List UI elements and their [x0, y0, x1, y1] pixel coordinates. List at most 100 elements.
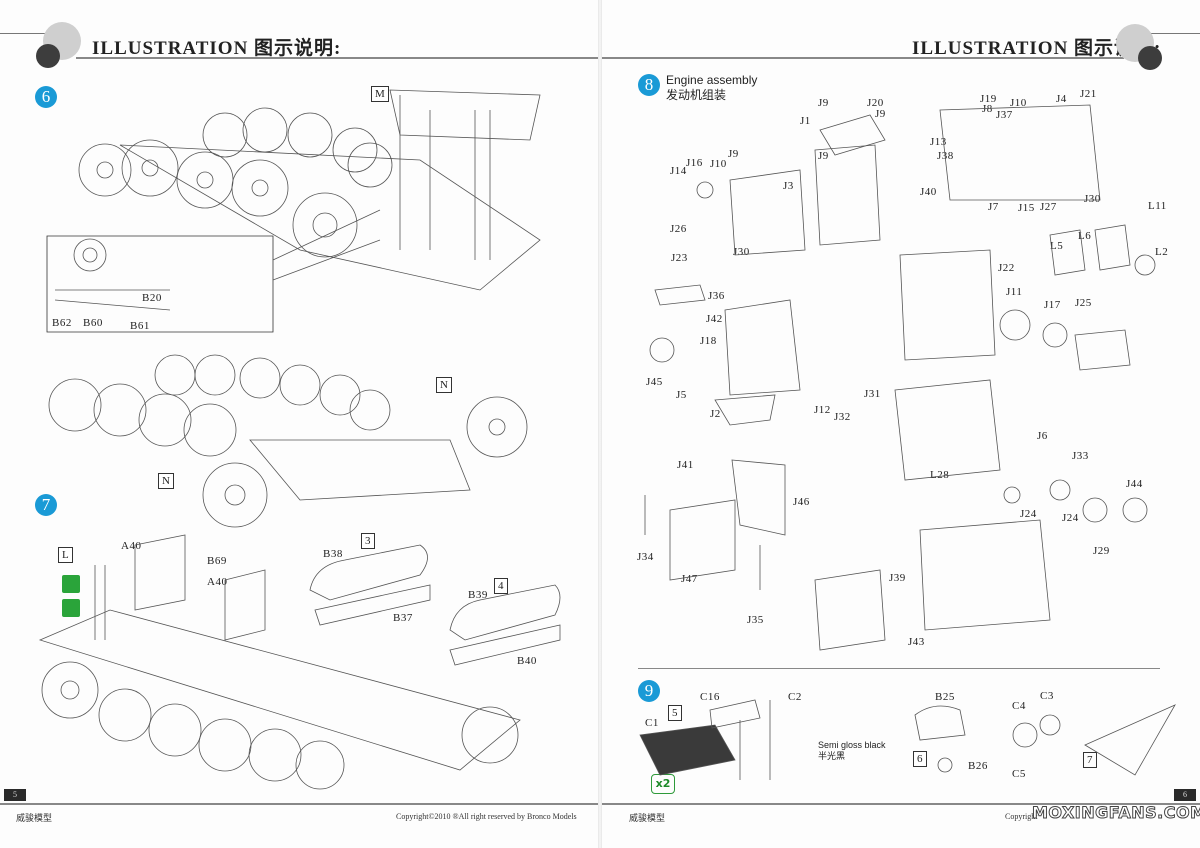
part-label-j1: J1 — [800, 115, 811, 127]
part-label-l2: L2 — [1155, 246, 1169, 258]
part-label-j24: J24 — [1062, 512, 1079, 524]
part-label-j9: J9 — [818, 97, 829, 109]
header-rule-top — [0, 33, 50, 34]
part-label-j44: J44 — [1126, 478, 1143, 490]
callout-3: 3 — [361, 533, 375, 549]
watermark-text: MOXINGFANS.COM — [1032, 803, 1200, 823]
road-wheels-middle — [49, 355, 527, 527]
glue-icon — [62, 575, 80, 593]
copyright-left: Copyright©2010 ®All right reserved by Br… — [396, 812, 577, 821]
part-label-j9: J9 — [728, 148, 739, 160]
part-b60: B60 — [83, 317, 103, 329]
part-b38: B38 — [323, 548, 343, 560]
part-label-j10: J10 — [1010, 97, 1027, 109]
seat-drawings — [640, 700, 1175, 780]
part-label-j36: J36 — [708, 290, 725, 302]
part-b37: B37 — [393, 612, 413, 624]
detail-inset — [47, 236, 273, 332]
part-label-j5: J5 — [676, 389, 687, 401]
footer-rule-left — [0, 803, 600, 805]
part-c2: C2 — [788, 691, 802, 703]
part-label-j23: J23 — [671, 252, 688, 264]
road-wheels-top — [79, 108, 392, 257]
part-label-j8: J8 — [982, 103, 993, 115]
engine-drawings — [645, 105, 1155, 650]
part-label-j31: J31 — [864, 388, 881, 400]
callout-l: L — [58, 547, 73, 563]
part-label-j4: J4 — [1056, 93, 1067, 105]
part-b20: B20 — [142, 292, 162, 304]
part-b39: B39 — [468, 589, 488, 601]
callout-m: M — [371, 86, 389, 102]
part-label-j6: J6 — [1037, 430, 1048, 442]
copyright-right: Copyright — [1005, 812, 1038, 821]
part-label-j35: J35 — [747, 614, 764, 626]
step-6-badge: 6 — [35, 86, 57, 108]
footer-rule-right — [600, 803, 1200, 805]
part-label-l28: L28 — [930, 469, 950, 481]
part-label-j33: J33 — [1072, 450, 1089, 462]
page-number-right: 6 — [1174, 789, 1196, 801]
header-rule-top-right — [1150, 33, 1200, 34]
part-label-j18: J18 — [700, 335, 717, 347]
part-label-j21: J21 — [1080, 88, 1097, 100]
page-gutter — [598, 0, 602, 848]
part-a40-upper: A40 — [121, 540, 142, 552]
callout-n-left: N — [158, 473, 174, 489]
part-label-j20: J20 — [867, 97, 884, 109]
callout-7: 7 — [1083, 752, 1097, 768]
part-b26: B26 — [968, 760, 988, 772]
part-b69: B69 — [207, 555, 227, 567]
part-a40-lower: A40 — [207, 576, 228, 588]
part-label-j30: J30 — [1084, 193, 1101, 205]
part-label-j13: J13 — [930, 136, 947, 148]
callout-6: 6 — [913, 751, 927, 767]
part-label-j14: J14 — [670, 165, 687, 177]
paint-note-en: Semi gloss black — [818, 740, 886, 750]
part-label-j22: J22 — [998, 262, 1015, 274]
part-b25: B25 — [935, 691, 955, 703]
step-8-badge: 8 — [638, 74, 660, 96]
part-label-j15: J15 — [1018, 202, 1035, 214]
part-label-j29: J29 — [1093, 545, 1110, 557]
part-label-j40: J40 — [920, 186, 937, 198]
header-circle-dark — [36, 44, 60, 68]
part-label-j32: J32 — [834, 411, 851, 423]
part-label-j42: J42 — [706, 313, 723, 325]
callout-5: 5 — [668, 705, 682, 721]
part-label-j7: J7 — [988, 201, 999, 213]
callout-4: 4 — [494, 578, 508, 594]
step-8-title-zh: 发动机组装 — [666, 88, 727, 102]
paint-note-zh: 半光黑 — [818, 751, 846, 761]
optional-parts-icon — [62, 599, 80, 617]
part-label-j12: J12 — [814, 404, 831, 416]
part-label-j45: J45 — [646, 376, 663, 388]
part-label-j3: J3 — [783, 180, 794, 192]
part-label-j41: J41 — [677, 459, 694, 471]
part-label-j26: J26 — [670, 223, 687, 235]
step-7-badge: 7 — [35, 494, 57, 516]
header-rule-right — [600, 57, 1124, 59]
part-c5: C5 — [1012, 768, 1026, 780]
part-label-j10: J10 — [710, 158, 727, 170]
part-c16: C16 — [700, 691, 720, 703]
part-label-j9: J9 — [818, 150, 829, 162]
part-label-j37: J37 — [996, 109, 1013, 121]
part-c1: C1 — [645, 717, 659, 729]
footer-brand-right: 威骏模型 — [629, 813, 666, 823]
part-c4: C4 — [1012, 700, 1026, 712]
part-b61: B61 — [130, 320, 150, 332]
part-b62: B62 — [52, 317, 72, 329]
part-label-j27: J27 — [1040, 201, 1057, 213]
part-label-j9: J9 — [875, 108, 886, 120]
chassis-top — [120, 90, 540, 290]
part-label-j11: J11 — [1006, 286, 1023, 298]
part-label-j25: J25 — [1075, 297, 1092, 309]
part-label-j34: J34 — [637, 551, 654, 563]
part-label-j47: J47 — [681, 573, 698, 585]
page-title-left: ILLUSTRATION 图示说明: — [92, 38, 342, 59]
part-label-j2: J2 — [710, 408, 721, 420]
header-circle-dark-right — [1138, 46, 1162, 70]
part-label-l11: L11 — [1148, 200, 1167, 212]
part-label-j24: J24 — [1020, 508, 1037, 520]
